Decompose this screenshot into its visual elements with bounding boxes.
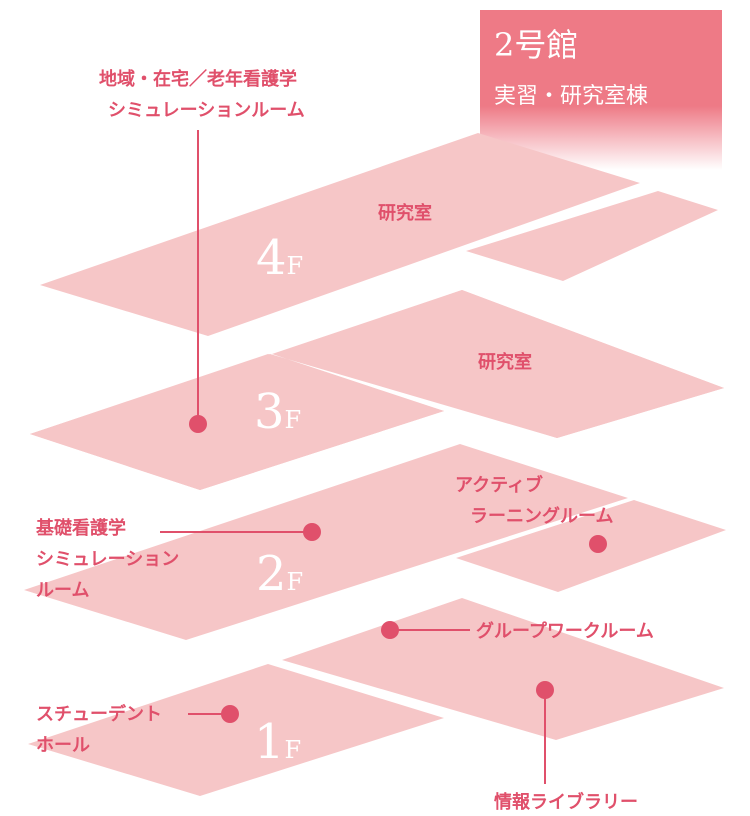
floor-2-main-area [24,444,628,640]
floor-2-label: 2F [256,546,303,602]
floor-3-suffix: F [285,406,302,434]
callout-group-work-room: グループワークルーム [381,620,654,642]
floor-4-side-area [466,191,718,281]
basic-sim-label-line1: 基礎看護学 [35,517,126,539]
floor-4-main-area [40,133,640,336]
floor-2-suffix: F [287,568,304,596]
callout-active-learning-room: アクティブ ラーニングルーム [455,474,613,553]
callout-basic-sim-room: 基礎看護学 シミュレーション ルーム [35,517,321,601]
callout-student-hall: スチューデント ホール [36,703,239,756]
basic-sim-label-line2: シミュレーション [36,549,179,570]
floor-1-suffix: F [285,736,302,764]
building-title-badge: 2号館 実習・研究室棟 [480,10,722,170]
basic-sim-marker [303,523,321,541]
basic-sim-label-line3: ルーム [36,580,89,601]
active-learning-label-line2: ラーニングルーム [470,505,613,527]
floor-3: 3F 研究室 [30,290,724,490]
floor-1-number: 1 [254,714,285,770]
callout-info-library: 情報ライブラリー [494,681,638,813]
student-hall-marker [221,705,239,723]
floor-3-research-area [282,290,724,438]
community-sim-marker [189,415,207,433]
floor-4-label: 4F [256,230,303,286]
active-learning-marker [589,535,607,553]
floor-4: 4F 研究室 [40,133,718,336]
floor-4-suffix: F [287,252,304,280]
floor-1-label: 1F [254,714,301,770]
callout-community-sim-room: 地域・在宅／老年看護学 シミュレーションルーム [99,68,305,433]
badge-background [480,10,722,170]
community-sim-label-line2: シミュレーションルーム [108,100,305,121]
floor-3-label: 3F [254,384,301,440]
room-f4-research: 研究室 [378,202,432,224]
floor-3-number: 3 [254,384,285,440]
student-hall-label-line2: ホール [36,735,90,756]
community-sim-label-line1: 地域・在宅／老年看護学 [99,68,297,90]
floor-2: 2F [24,444,726,640]
floor-1-hall-area [28,664,444,796]
floor-2-number: 2 [256,546,287,602]
building-name: 2号館 [494,26,578,64]
group-work-label: グループワークルーム [476,620,654,642]
floor-4-number: 4 [256,230,287,286]
room-f3-research: 研究室 [478,351,532,373]
floor-3-simulation-area [30,354,444,490]
building-subtitle: 実習・研究室棟 [494,84,648,109]
active-learning-label-line1: アクティブ [455,474,543,496]
student-hall-label-line1: スチューデント [36,703,162,725]
info-library-label: 情報ライブラリー [494,791,638,813]
